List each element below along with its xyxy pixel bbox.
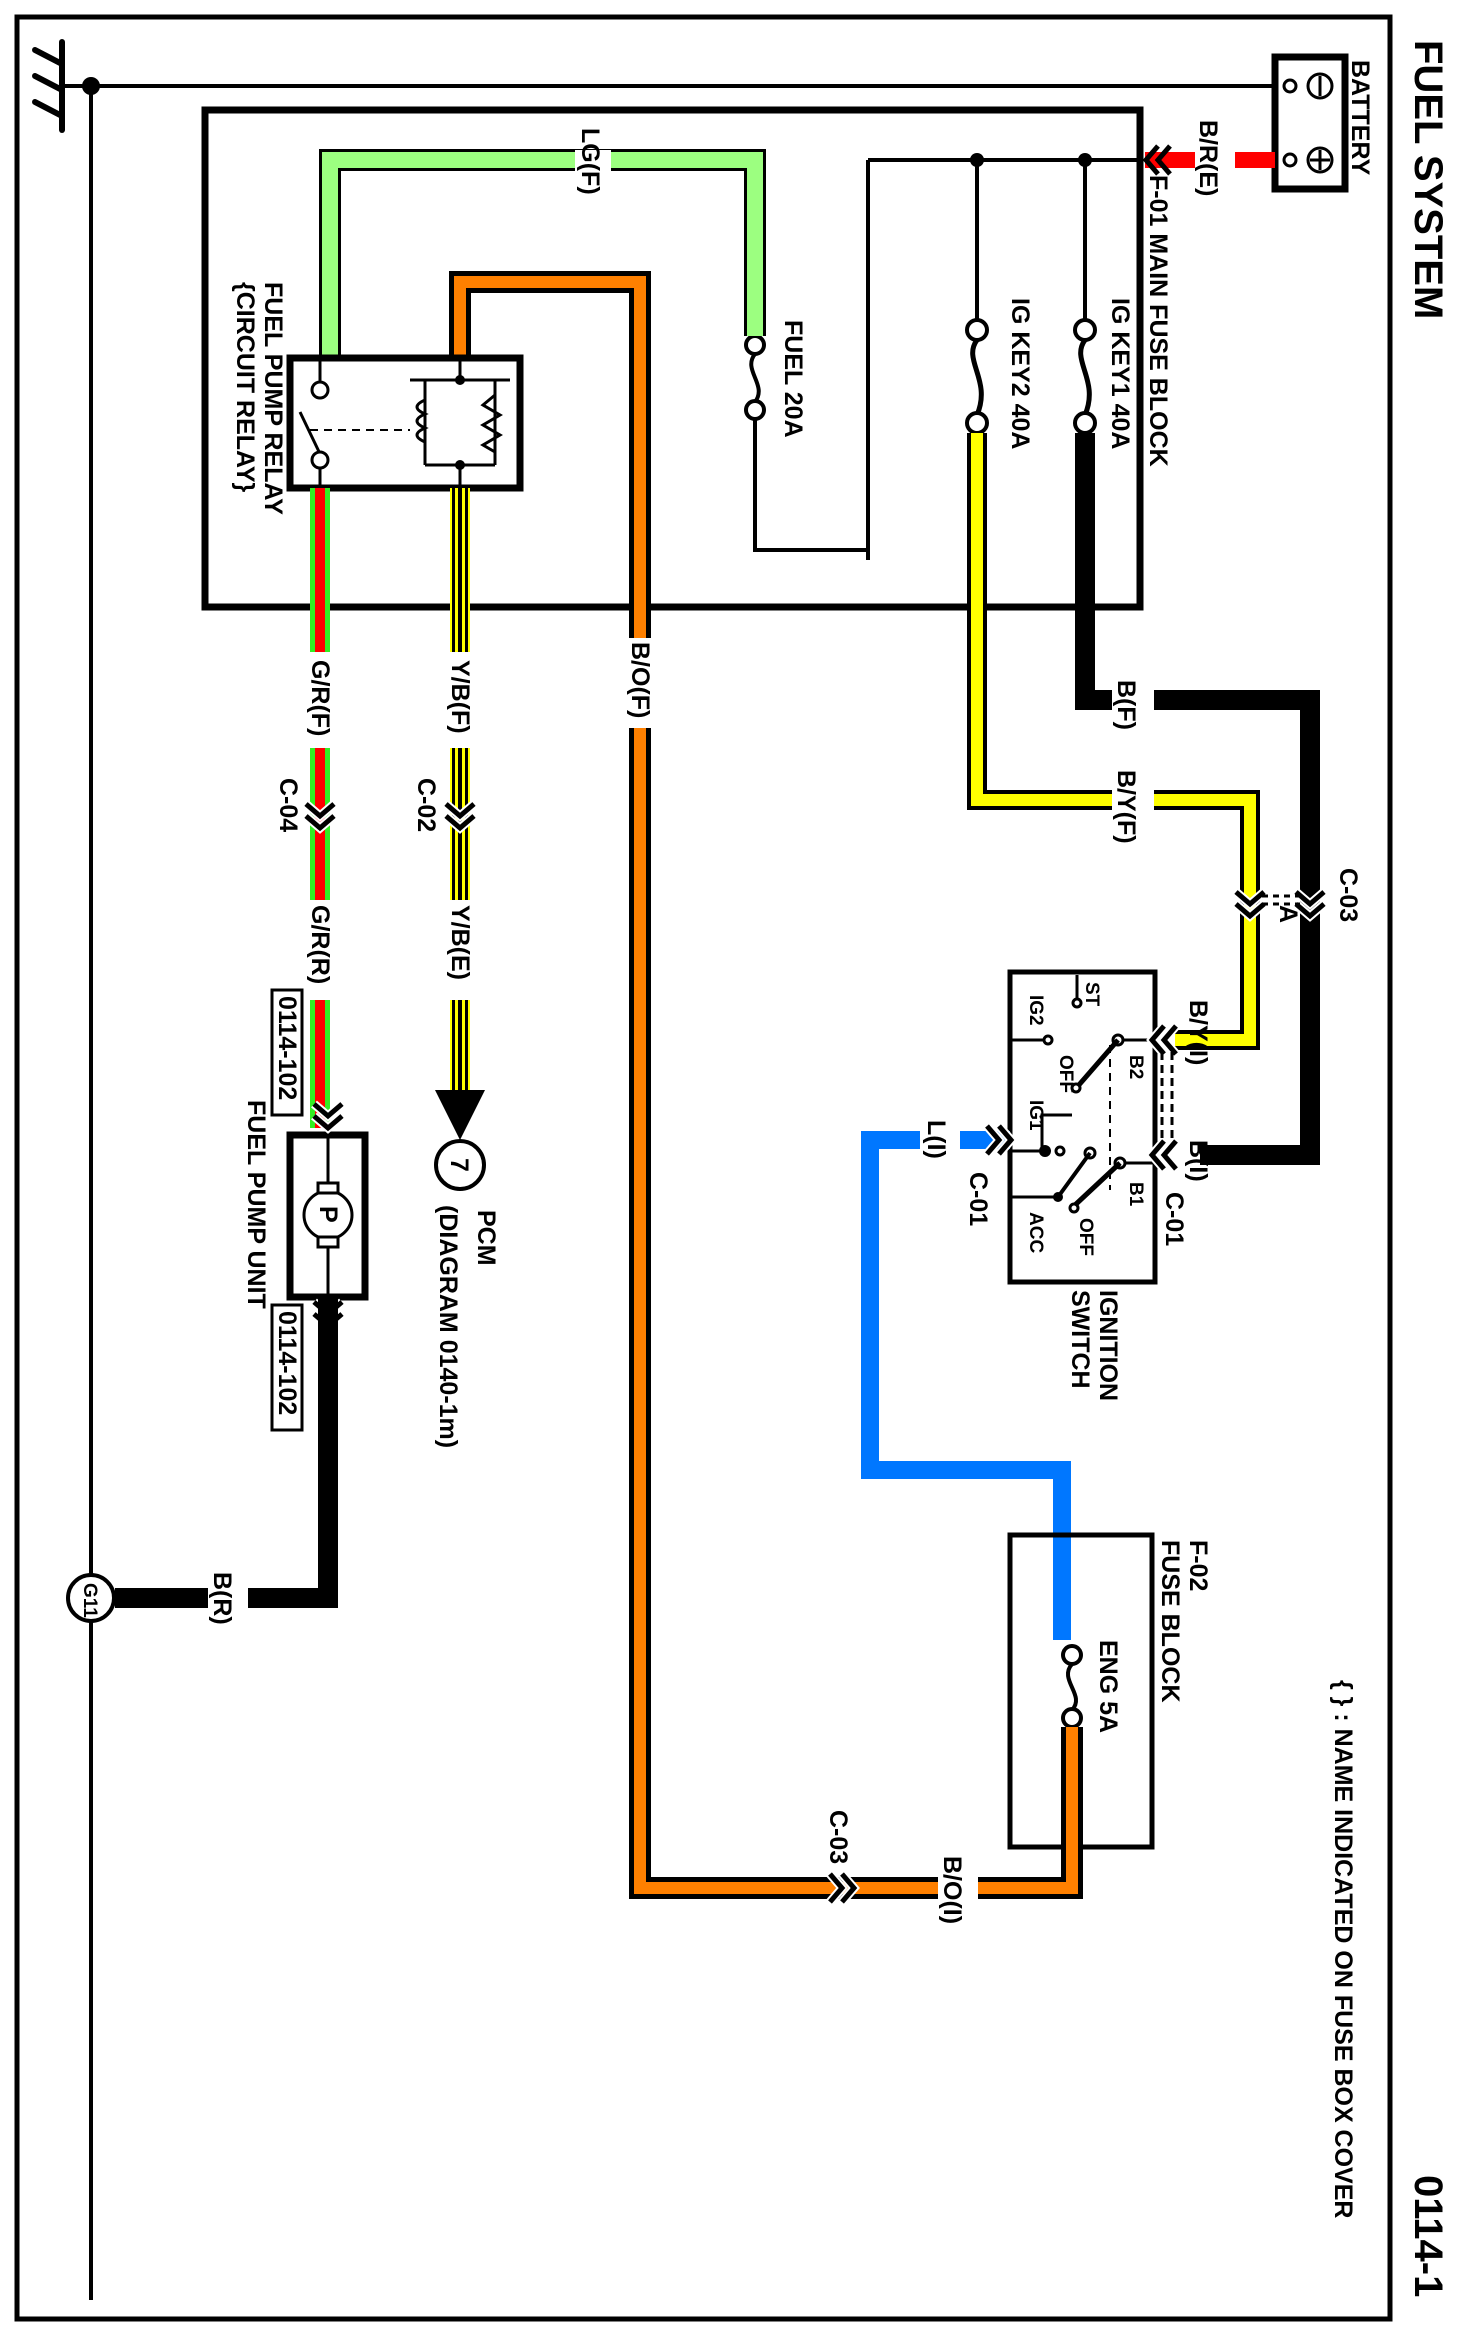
pcm-label: PCM	[472, 1210, 500, 1266]
fuse-ig-key2-label: IG KEY2 40A	[1006, 298, 1034, 449]
relay-switch-icon	[298, 358, 410, 488]
ref-box-pump-in	[270, 988, 304, 1117]
ignition-terminal-ig1: IG1	[1025, 1100, 1046, 1131]
fuse-block-f02-label-1: F-02	[1184, 1540, 1212, 1591]
battery	[1271, 53, 1349, 193]
page-frame	[14, 14, 1393, 2322]
wire-b-r	[115, 1297, 338, 1608]
wire-label-bo-f: B/O(F)	[626, 642, 654, 718]
ref-box-pump-out	[270, 1303, 304, 1432]
ignition-switch-label-1: IGNITION	[1094, 1290, 1122, 1401]
fuse-eng-label: ENG 5A	[1094, 1640, 1122, 1733]
fuel-pump-relay-alt-label: {CIRCUIT RELAY}	[231, 282, 259, 492]
ignition-terminal-b2: B2	[1125, 1055, 1146, 1079]
main-fuse-block-label: F-01 MAIN FUSE BLOCK	[1144, 175, 1172, 467]
ignition-terminal-off-2: OFF	[1075, 1218, 1096, 1256]
connector-c03-bottom-label: C-03	[824, 1810, 852, 1864]
ignition-terminal-acc: ACC	[1025, 1212, 1046, 1253]
fuse-fuel-icon	[744, 334, 766, 421]
wire-label-yb-f: Y/B(F)	[446, 660, 474, 734]
page-number: 0114-1	[1406, 2175, 1450, 2297]
chassis-ground-icon	[32, 39, 65, 133]
pcm-pin-number: 7	[445, 1158, 473, 1172]
wire-l-i	[861, 1131, 1071, 1640]
wire-label-b-f: B(F)	[1112, 680, 1140, 730]
wire-label-by-i: B/Y(I)	[1184, 1000, 1212, 1065]
connector-c03-a-label: A	[1274, 905, 1302, 923]
wire-label-gr-f: G/R(F)	[306, 660, 334, 736]
ground-g11-label: G11	[79, 1583, 100, 1618]
page-title: FUEL SYSTEM	[1406, 40, 1450, 319]
fuse-block-f02-label-2: FUSE BLOCK	[1156, 1540, 1184, 1703]
wire-label-yb-e: Y/B(E)	[446, 905, 474, 980]
fuse-eng-icon	[1061, 1644, 1083, 1729]
pcm-diagram-ref: (DIAGRAM 0140-1m)	[434, 1205, 462, 1448]
battery-label: BATTERY	[1346, 60, 1374, 176]
wire-label-b-i: B(I)	[1184, 1140, 1212, 1182]
fuse-box-note: { } : NAME INDICATED ON FUSE BOX COVER	[1329, 1680, 1357, 2218]
connector-c01-left-label: C-01	[964, 1172, 992, 1226]
pcm-arrow-icon	[435, 1090, 485, 1140]
wire-label-l-i: L(I)	[922, 1120, 950, 1159]
wire-label-br-e: B/R(E)	[1194, 120, 1222, 196]
ground-g11	[66, 1573, 116, 1623]
ref-label-pump-out: 0114-102	[273, 1311, 301, 1415]
wire-label-by-f: B/Y(F)	[1112, 770, 1140, 844]
ignition-terminal-ig2: IG2	[1025, 995, 1046, 1026]
pcm-pin-circle	[434, 1139, 486, 1191]
fuel-pump-unit-label: FUEL PUMP UNIT	[242, 1100, 270, 1309]
wire-b-f	[1075, 433, 1320, 1165]
ignition-terminal-off-1: OFF	[1055, 1055, 1076, 1093]
ignition-terminal-b1: B1	[1125, 1182, 1146, 1207]
ignition-switch	[1007, 969, 1158, 1285]
connector-c04-label: C-04	[274, 778, 302, 832]
connector-c01-by-chevron	[1152, 1026, 1176, 1054]
fuse-ig-key1-label: IG KEY1 40A	[1106, 298, 1134, 449]
ignition-terminal-st: ST	[1081, 982, 1102, 1007]
fuse-fuel-label: FUEL 20A	[779, 320, 807, 438]
wire-label-lg-f: LG(F)	[576, 128, 604, 195]
ignition-switch-label-2: SWITCH	[1066, 1290, 1094, 1389]
wire-label-bo-i: B/O(I)	[938, 1856, 966, 1924]
pump-motor-symbol: P	[314, 1206, 342, 1223]
connector-c01-b-chevron	[1152, 1141, 1176, 1169]
ref-label-pump-in: 0114-102	[273, 996, 301, 1100]
relay-coil-icon	[410, 358, 510, 488]
connector-c01-right-label: C-01	[1160, 1192, 1188, 1246]
ignition-switch-contacts-icon	[1010, 975, 1155, 1214]
fuel-pump-relay-label: FUEL PUMP RELAY	[259, 282, 287, 515]
wire-label-b-r: B(R)	[208, 1572, 236, 1625]
connector-c03-label: C-03	[1334, 868, 1362, 922]
wire-label-gr-r: G/R(R)	[306, 905, 334, 984]
connector-c02-label: C-02	[412, 778, 440, 832]
